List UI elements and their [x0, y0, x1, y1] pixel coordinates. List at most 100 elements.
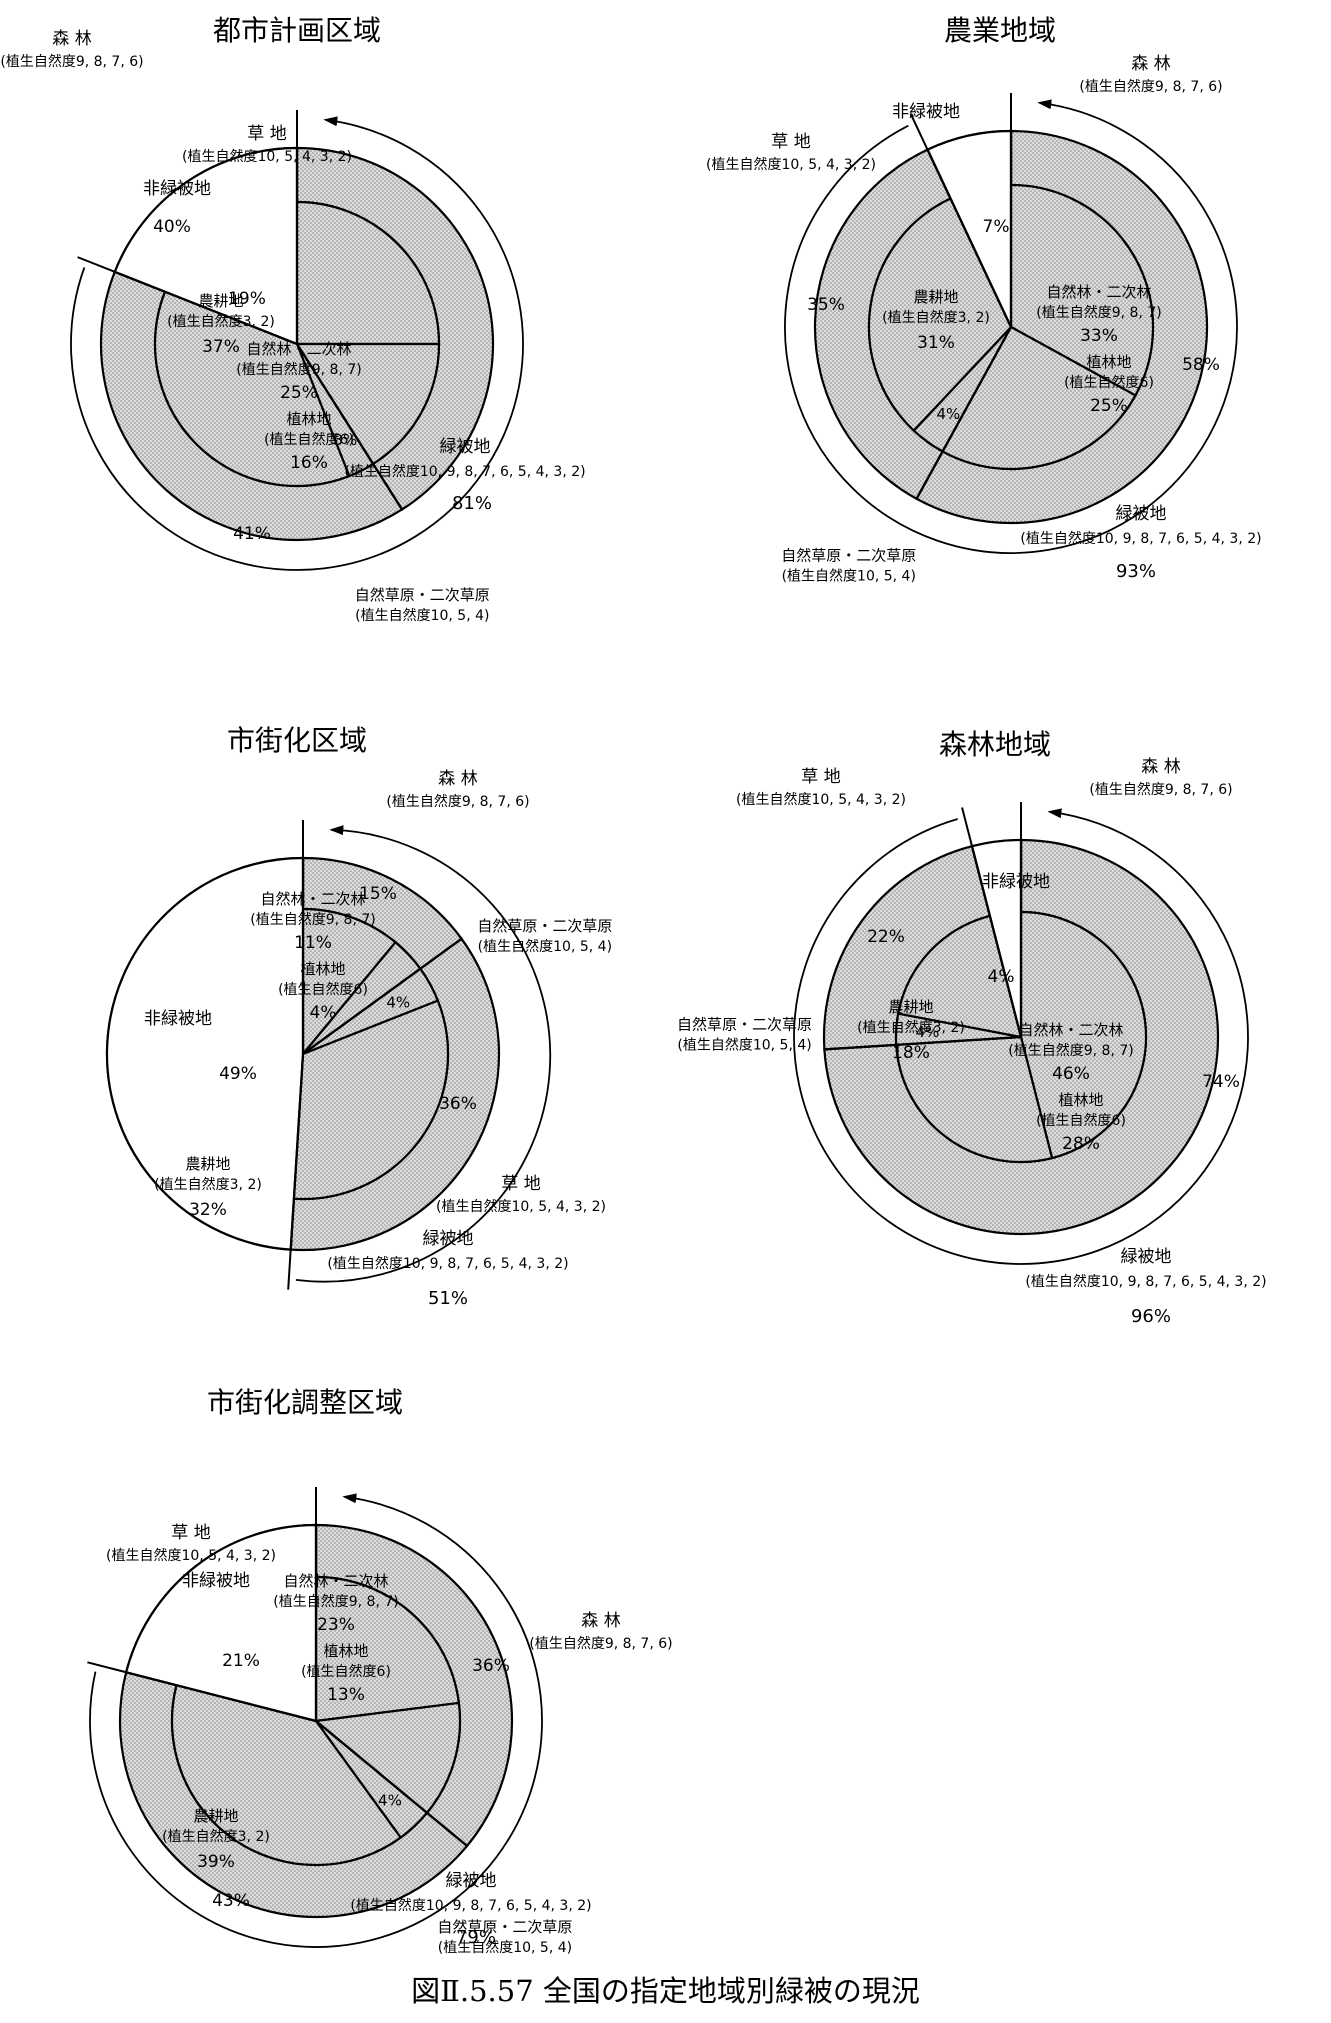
outer-value-grass: 43% — [212, 1891, 250, 1911]
inner-value-natural-grassland: 3% — [333, 431, 357, 449]
callout-natural-grassland-sub: (植生自然度10, 5, 4) — [438, 1939, 572, 1956]
callout-forest-sub: (植生自然度9, 8, 7, 6) — [1079, 78, 1222, 95]
inner-label-plantation: 植林地 — [286, 410, 331, 428]
inner-value-natural-grassland: 4% — [378, 1792, 402, 1810]
arrow-end-line — [961, 807, 973, 847]
inner-label-farmland: 農耕地 — [193, 1807, 238, 1825]
outer-value-forest: 74% — [1202, 1072, 1240, 1092]
callout-natural-grassland-label: 自然草原・二次草原 — [677, 1016, 812, 1034]
inner-sub-farmland: (植生自然度3, 2) — [154, 1176, 262, 1193]
inner-label-farmland: 農耕地 — [198, 292, 243, 310]
chart-title: 市街化区域 — [227, 724, 367, 757]
outer-value-grass: 40% — [153, 217, 191, 237]
nongreen-overlay — [106, 856, 305, 1251]
outer-value-forest: 41% — [233, 524, 271, 544]
arrow-end-line — [287, 1249, 292, 1290]
outer-value-forest: 36% — [472, 1656, 510, 1676]
radial-line-2 — [970, 845, 1023, 1038]
callout-forest-label: 森 林 — [1131, 54, 1170, 74]
callout-grass-label: 草 地 — [771, 132, 810, 152]
callout-grass-sub: (植生自然度10, 5, 4, 3, 2) — [436, 1198, 606, 1215]
nongreen-label: 非緑被地 — [143, 179, 211, 199]
total-value: 79% — [456, 1927, 496, 1948]
nongreen-value: 49% — [219, 1064, 257, 1084]
nongreen-label: 非緑被地 — [182, 1571, 250, 1591]
radial-line-1 — [302, 937, 463, 1055]
inner-value-natural-forest: 11% — [294, 933, 332, 953]
total-value: 96% — [1131, 1306, 1171, 1327]
inner-label-natural-forest: 自然林・二次林 — [1046, 283, 1151, 301]
arrow-end-line — [909, 113, 929, 151]
green-area-arrow — [784, 99, 1238, 554]
outer-value-grass: 36% — [439, 1094, 477, 1114]
inner-sub-farmland: (植生自然度3, 2) — [882, 309, 990, 326]
inner-label-farmland: 農耕地 — [185, 1155, 230, 1173]
inner-sub-plantation: (植生自然度6) — [301, 1663, 391, 1680]
inner-label-natural-forest: 自然林・二次林 — [246, 340, 351, 358]
callout-grass-label: 草 地 — [801, 767, 840, 787]
callout-forest-label: 森 林 — [1141, 757, 1180, 777]
inner-value-natural-grassland: 4% — [916, 1023, 940, 1041]
inner-sub-natural-forest: (植生自然度9, 8, 7) — [1008, 1042, 1133, 1059]
nongreen-label: 非緑被地 — [982, 872, 1050, 892]
figure-caption: 図Ⅱ.5.57 全国の指定地域別緑被の現況 — [411, 1974, 920, 2008]
outer-value-grass: 35% — [807, 295, 845, 315]
inner-sub-plantation: (植生自然度6) — [264, 431, 354, 448]
total-sub: (植生自然度10, 9, 8, 7, 6, 5, 4, 3, 2) — [350, 1897, 591, 1914]
inner-sector-4 — [153, 290, 351, 488]
outer-value-grass: 22% — [867, 927, 905, 947]
inner-sub-natural-forest: (植生自然度9, 8, 7) — [236, 361, 361, 378]
total-label: 緑被地 — [423, 1229, 474, 1249]
radial-line-2 — [926, 149, 1012, 328]
inner-sector-1 — [301, 907, 397, 1058]
inner-value-farmland: 31% — [917, 333, 955, 353]
nongreen-label: 非緑被地 — [892, 102, 960, 122]
total-sub: (植生自然度10, 9, 8, 7, 6, 5, 4, 3, 2) — [1020, 530, 1261, 547]
inner-sector-2 — [313, 1701, 462, 1815]
nongreen-value: 4% — [988, 967, 1015, 987]
inner-value-plantation: 13% — [327, 1685, 365, 1705]
inner-value-plantation: 16% — [290, 453, 328, 473]
inner-label-farmland: 農耕地 — [888, 998, 933, 1016]
green-area-arrow — [295, 825, 552, 1283]
chart-title: 農業地域 — [944, 14, 1056, 47]
inner-label-plantation: 植林地 — [1058, 1091, 1103, 1109]
callout-forest-sub: (植生自然度9, 8, 7, 6) — [529, 1635, 672, 1652]
inner-sector-1 — [1009, 183, 1155, 397]
outer-value-forest: 15% — [359, 884, 397, 904]
callout-natural-grassland-label: 自然草原・二次草原 — [781, 546, 916, 564]
inner-label-natural-forest: 自然林・二次林 — [260, 890, 365, 908]
callout-grass-label: 草 地 — [247, 124, 286, 144]
inner-value-natural-grassland: 4% — [386, 994, 410, 1012]
radial-line-2 — [114, 270, 298, 346]
inner-value-farmland: 18% — [892, 1043, 930, 1063]
callout-grass-sub: (植生自然度10, 5, 4, 3, 2) — [736, 791, 906, 808]
chart-title: 市街化調整区域 — [207, 1386, 403, 1419]
inner-value-plantation: 28% — [1062, 1134, 1100, 1154]
inner-sub-farmland: (植生自然度3, 2) — [857, 1019, 965, 1036]
nongreen-label: 非緑被地 — [144, 1009, 212, 1029]
inner-sector-4 — [896, 914, 1023, 1039]
green-area-arrow — [70, 116, 524, 571]
inner-label-farmland: 農耕地 — [913, 288, 958, 306]
callout-grass-sub: (植生自然度10, 5, 4, 3, 2) — [706, 156, 876, 173]
callout-forest-label: 森 林 — [581, 1611, 620, 1631]
inner-sector-2 — [941, 325, 1137, 471]
inner-sector-4 — [292, 999, 450, 1201]
inner-sector-1 — [1019, 910, 1148, 1160]
callout-forest-sub: (植生自然度9, 8, 7, 6) — [1089, 781, 1232, 798]
inner-value-natural-forest: 23% — [317, 1615, 355, 1635]
callout-forest-sub: (植生自然度9, 8, 7, 6) — [0, 53, 143, 70]
callout-natural-grassland-sub: (植生自然度10, 5, 4) — [355, 607, 489, 624]
inner-value-farmland: 37% — [202, 337, 240, 357]
callout-grass-label: 草 地 — [501, 1174, 540, 1194]
inner-sub-plantation: (植生自然度6) — [1064, 374, 1154, 391]
chart-title: 都市計画区域 — [213, 14, 381, 47]
inner-label-natural-forest: 自然林・二次林 — [283, 1572, 388, 1590]
total-label: 緑被地 — [1121, 1247, 1172, 1267]
